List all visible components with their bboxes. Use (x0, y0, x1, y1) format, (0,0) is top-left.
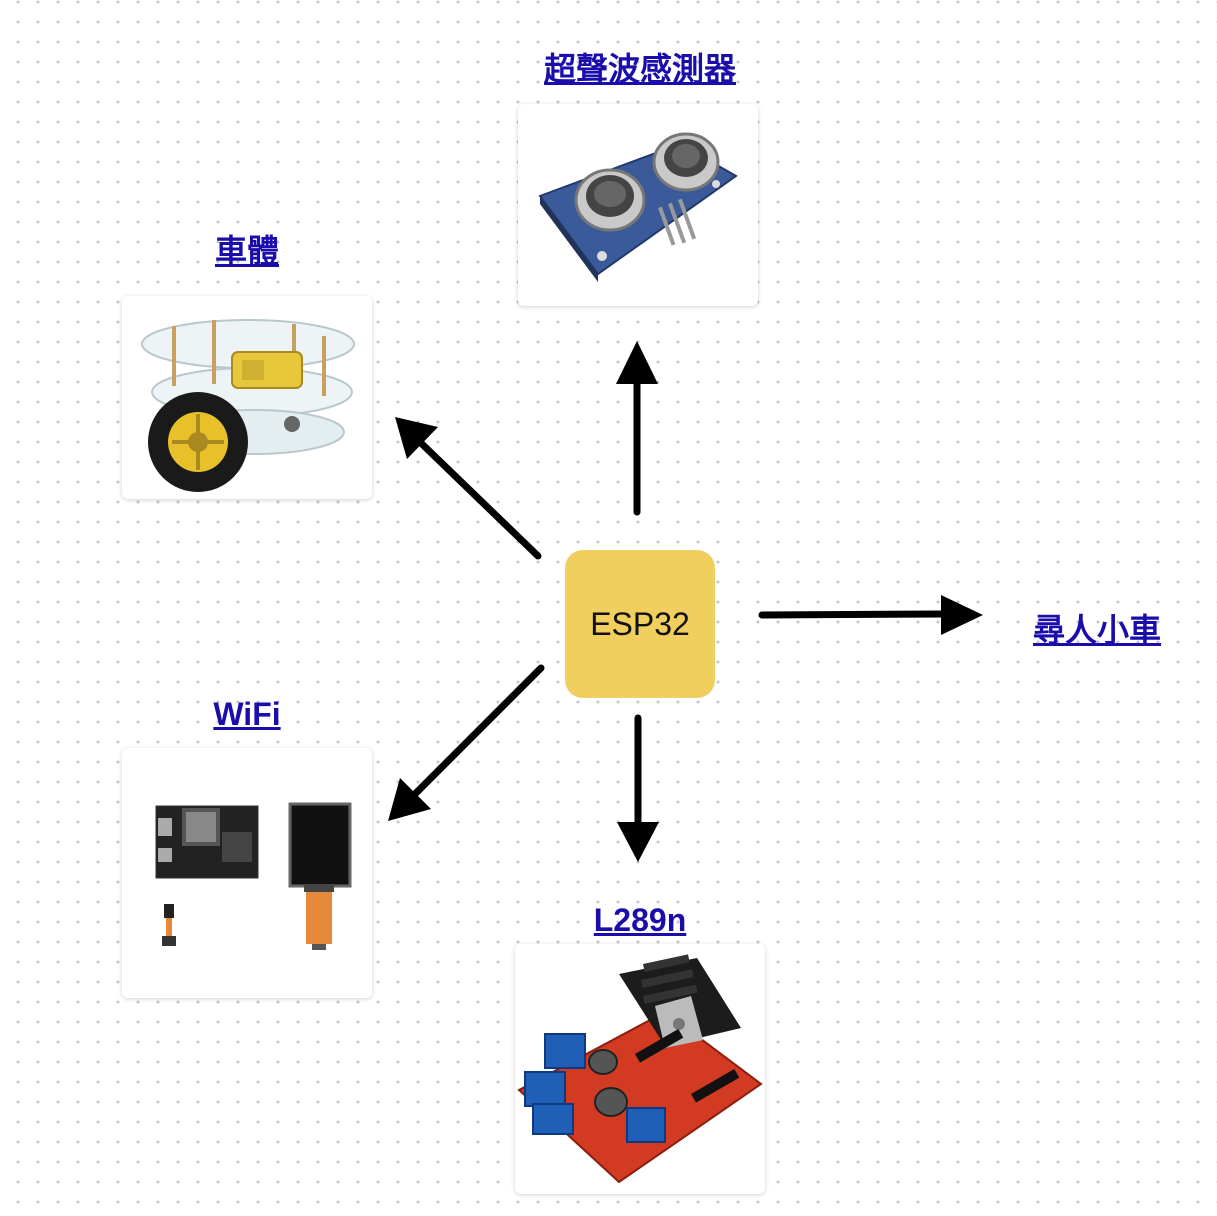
arrow-head-chassis (395, 417, 438, 459)
arrow-to-chassis (418, 440, 542, 560)
arrow-head-wifi (388, 778, 431, 821)
l289n-link[interactable]: L289n (593, 902, 687, 938)
wifi-link[interactable]: WiFi (213, 696, 281, 732)
arrow-to-wifi (412, 664, 545, 797)
l289n-image[interactable] (515, 944, 765, 1194)
arrow-head-search-car (941, 595, 983, 635)
ultrasonic-sensor-link[interactable]: 超聲波感測器 (543, 51, 736, 87)
esp32-node[interactable]: ESP32 (565, 550, 715, 698)
arrow-head-l289n (617, 822, 659, 862)
wifi-image[interactable] (122, 748, 372, 998)
search-car-link[interactable]: 尋人小車 (1032, 612, 1161, 648)
arrow-to-search-car (758, 610, 948, 619)
chassis-link[interactable]: 車體 (214, 233, 279, 269)
arrow-head-ultrasonic (616, 341, 658, 384)
ultrasonic-sensor-image[interactable] (518, 104, 758, 306)
chassis-image[interactable] (122, 296, 372, 499)
